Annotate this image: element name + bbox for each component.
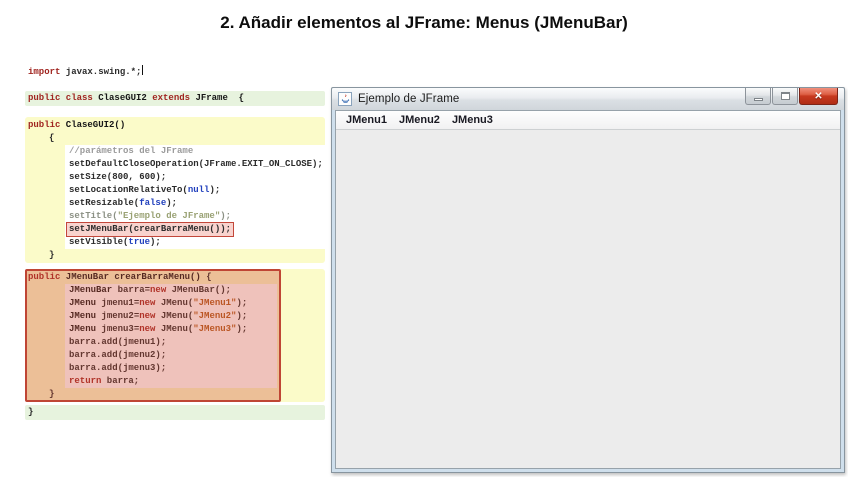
menu-item-jmenu1[interactable]: JMenu1 <box>346 114 387 126</box>
code-line-jmenu1: JMenu jmenu1=new JMenu("JMenu1"); <box>69 298 248 308</box>
page-title: 2. Añadir elementos al JFrame: Menus (JM… <box>220 13 628 32</box>
open-brace: { <box>49 133 55 143</box>
java-icon <box>338 92 352 106</box>
code-line-add-jmenu3: barra.add(jmenu3); <box>69 363 167 373</box>
titlebar[interactable]: Ejemplo de JFrame ✕ <box>332 88 844 110</box>
code-line-setdefaultcloseoperation: setDefaultCloseOperation(JFrame.EXIT_ON_… <box>69 159 323 169</box>
maximize-button[interactable] <box>772 88 798 105</box>
code-line-setvisible: setVisible(true); <box>69 237 161 247</box>
method-body: JMenuBar barra=new JMenuBar(); JMenu jme… <box>65 284 277 388</box>
window-client-frame: JMenu1 JMenu2 JMenu3 <box>335 110 841 469</box>
minimize-button[interactable] <box>745 88 771 105</box>
close-button[interactable]: ✕ <box>799 88 838 105</box>
close-brace: } <box>49 250 55 260</box>
code-line-setlocationrelativeto: setLocationRelativeTo(null); <box>69 185 221 195</box>
code-line-add-jmenu2: barra.add(jmenu2); <box>69 350 167 360</box>
code-block-constructor: public ClaseGUI2() { //parámetros del JF… <box>25 117 325 263</box>
constructor-body: //parámetros del JFrame setDefaultCloseO… <box>65 145 325 249</box>
code-line-class-declaration: public class ClaseGUI2 extends JFrame { <box>25 91 325 106</box>
code-block-crearbarramenu: public JMenuBar crearBarraMenu() { JMenu… <box>25 269 325 402</box>
code-line-setjmenubar-highlighted: setJMenuBar(crearBarraMenu()); <box>65 222 235 237</box>
code-line-jmenubar-new: JMenuBar barra=new JMenuBar(); <box>69 285 232 295</box>
code-listing: import javax.swing.*; public class Clase… <box>25 63 325 420</box>
menu-item-jmenu3[interactable]: JMenu3 <box>451 114 493 126</box>
code-line-jmenu3: JMenu jmenu3=new JMenu("JMenu3"); <box>69 324 248 334</box>
code-line-settitle: setTitle("Ejemplo de JFrame"); <box>69 211 232 221</box>
content-pane <box>336 130 840 468</box>
code-line-import: import javax.swing.*; <box>25 63 325 79</box>
window-title: Ejemplo de JFrame <box>358 93 460 105</box>
code-line-setresizable: setResizable(false); <box>69 198 178 208</box>
code-line-comment: //parámetros del JFrame <box>69 146 194 156</box>
minimize-icon <box>753 98 763 101</box>
code-line-return-barra: return barra; <box>69 376 140 386</box>
constructor-signature: public ClaseGUI2() <box>28 120 126 130</box>
jmenubar: JMenu1 JMenu2 JMenu3 <box>336 111 840 130</box>
close-icon: ✕ <box>814 90 823 102</box>
close-brace: } <box>49 389 55 399</box>
method-signature: public JMenuBar crearBarraMenu() { <box>28 272 212 282</box>
jframe-window: Ejemplo de JFrame ✕ JMenu1 JMenu2 JMenu3 <box>331 87 845 473</box>
menu-item-jmenu2[interactable]: JMenu2 <box>398 114 440 126</box>
code-line-add-jmenu1: barra.add(jmenu1); <box>69 337 167 347</box>
code-line-setsize: setSize(800, 600); <box>69 172 167 182</box>
maximize-icon <box>780 92 790 100</box>
code-line-class-close: } <box>25 405 325 420</box>
window-controls: ✕ <box>745 88 838 105</box>
code-line-jmenu2: JMenu jmenu2=new JMenu("JMenu2"); <box>69 311 248 321</box>
